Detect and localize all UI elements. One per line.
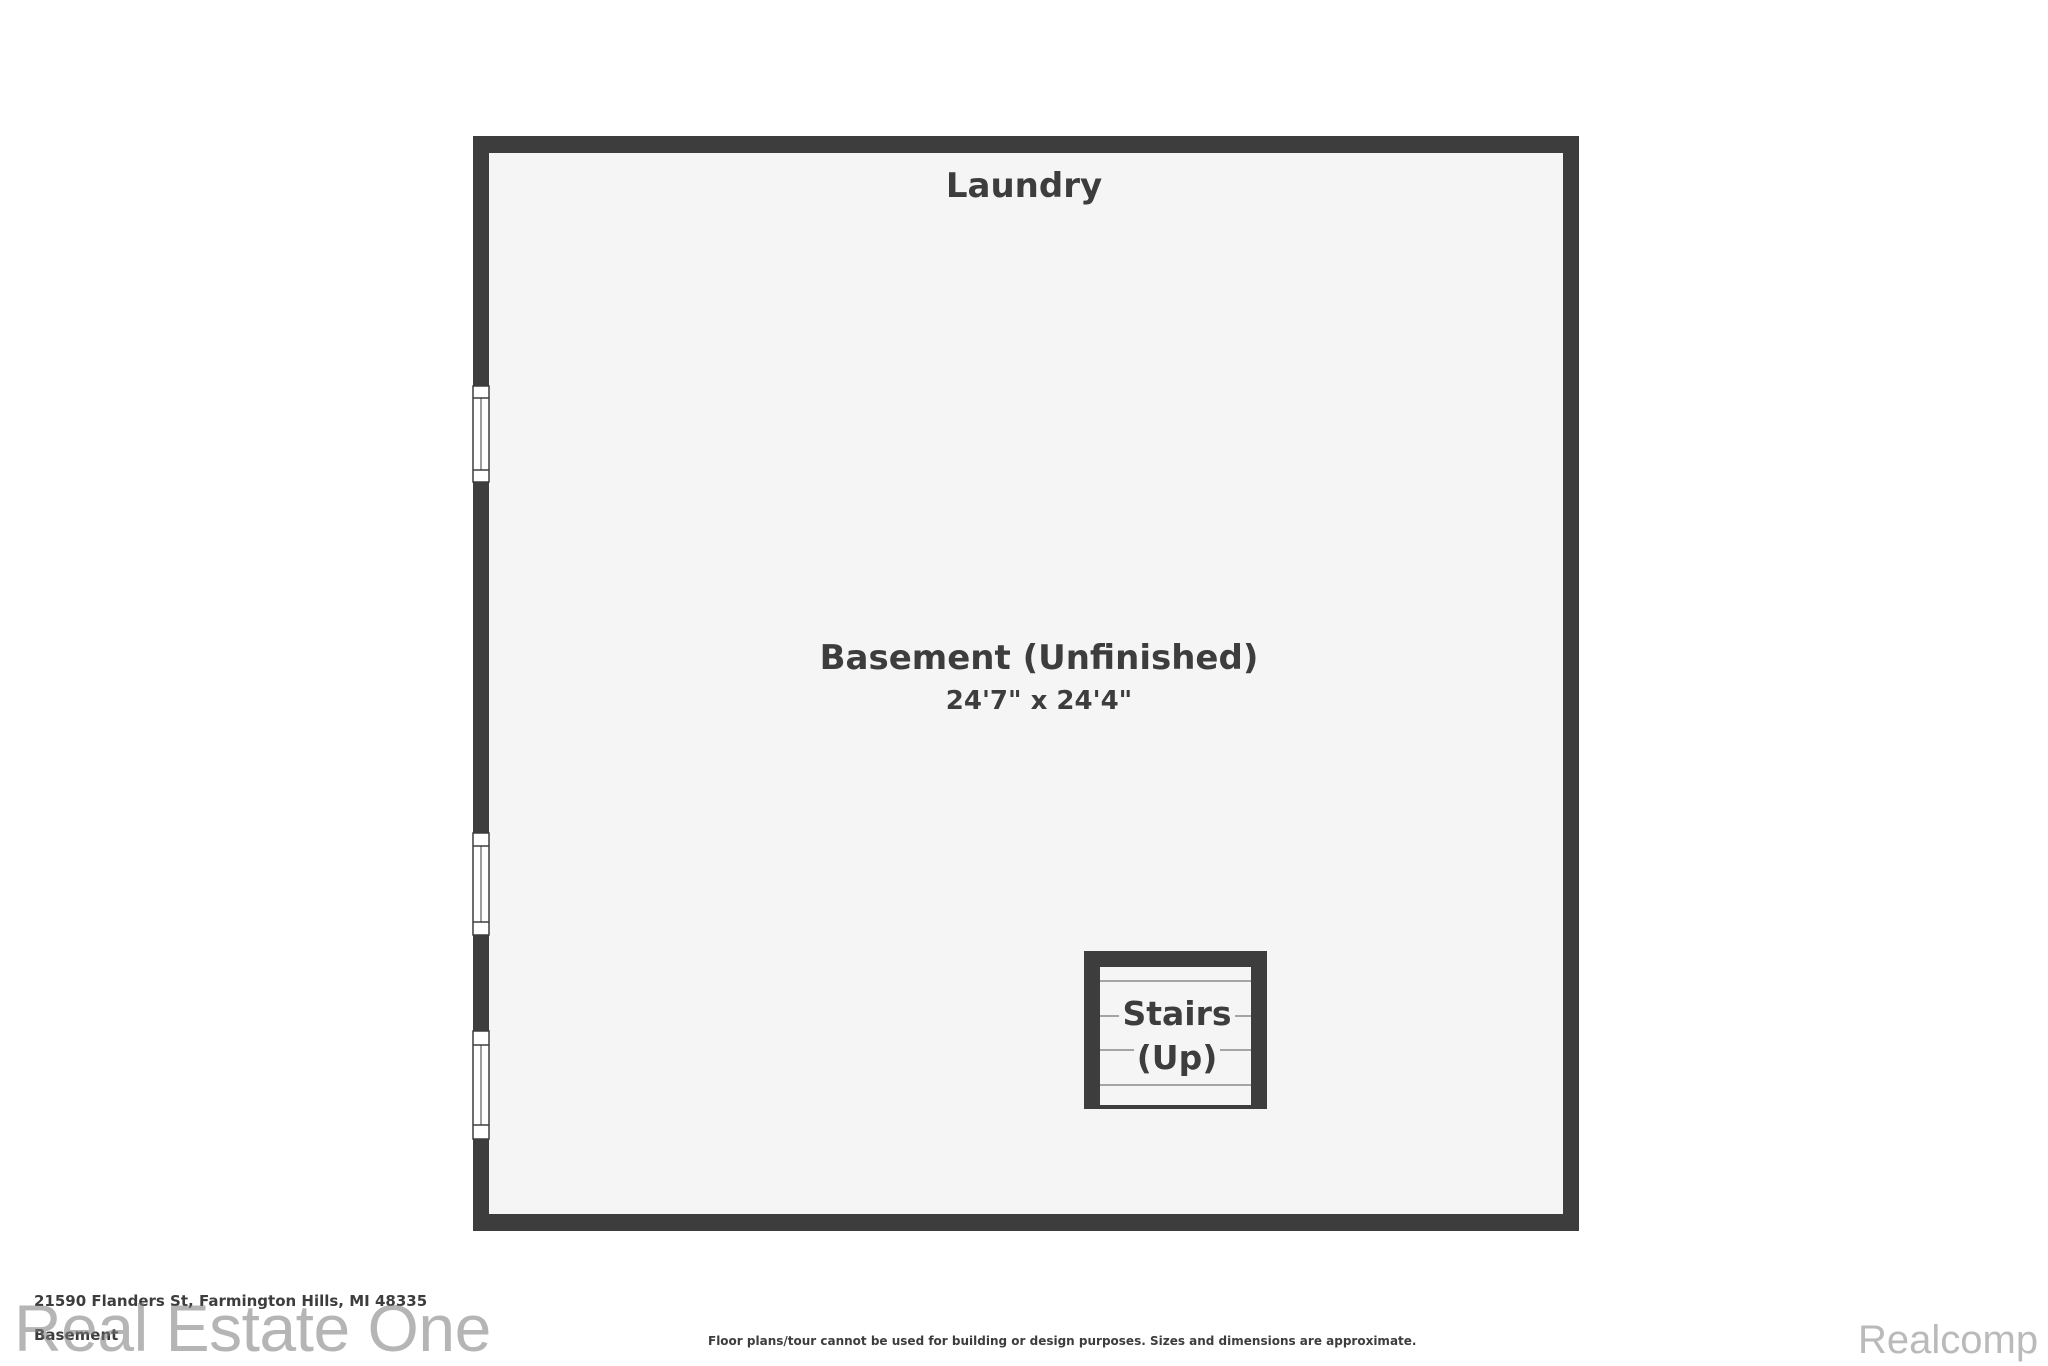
window-upper (472, 385, 490, 483)
room-label-laundry: Laundry (945, 166, 1103, 206)
stairs (1084, 951, 1267, 1109)
room-dimensions-basement: 24'7" x 24'4" (945, 686, 1133, 716)
window-middle (472, 832, 490, 936)
stairs-label-line2: (Up) (1133, 1036, 1221, 1080)
room-label-basement: Basement (Unfinished) (819, 638, 1259, 678)
disclaimer-text: Floor plans/tour cannot be used for buil… (708, 1334, 1417, 1348)
property-address: 21590 Flanders St, Farmington Hills, MI … (34, 1292, 428, 1310)
window-lower (472, 1030, 490, 1140)
watermark-real-estate-one: Real Estate One (14, 1291, 491, 1365)
basement-floor (489, 153, 1563, 1214)
floor-name: Basement (34, 1326, 119, 1344)
stairs-label: Stairs (Up) (1092, 992, 1262, 1080)
watermark-realcomp: Realcomp (1858, 1318, 2039, 1362)
stairs-label-line1: Stairs (1119, 992, 1235, 1036)
